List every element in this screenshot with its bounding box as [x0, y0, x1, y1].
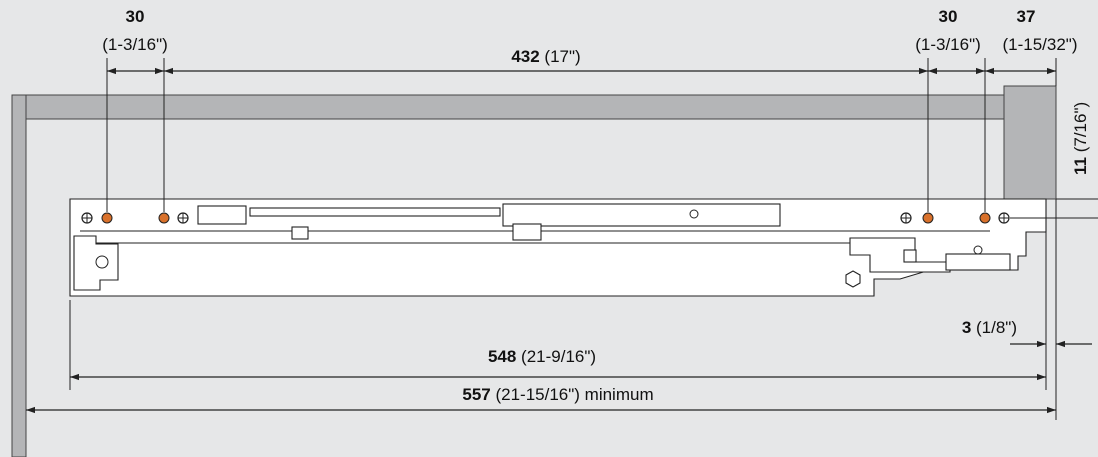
- dim-37-value: 37: [1017, 7, 1036, 26]
- plain-hole-icon: [998, 212, 1010, 224]
- cabinet-top-panel: [25, 94, 1005, 120]
- dim-3-value: 3: [962, 318, 971, 337]
- damper-housing: [502, 203, 781, 227]
- dim-30-left-inch: (1-3/16"): [102, 35, 168, 54]
- dim-30-right-inch: (1-3/16"): [915, 35, 981, 54]
- extension-lines: [69, 58, 1098, 420]
- small-clip: [291, 226, 309, 240]
- front-fixing-hole: [973, 245, 983, 255]
- hook-hole: [95, 255, 109, 269]
- dim-37-inch: (1-15/32"): [1002, 35, 1077, 54]
- dim-432-label: 432 (17"): [511, 47, 580, 66]
- plain-hole-icon: [81, 212, 93, 224]
- dim-557-label: 557 (21-15/16") minimum: [462, 385, 653, 404]
- dim-30-right-value: 30: [939, 7, 958, 26]
- plain-hole-icon: [900, 212, 912, 224]
- front-locking-device: [849, 237, 951, 273]
- cabinet-side-panel: [11, 94, 27, 457]
- dim-548-label: 548 (21-9/16"): [488, 347, 596, 366]
- dim-557-inch: (21-15/16") minimum: [491, 385, 654, 404]
- dim-548-value: 548: [488, 347, 516, 366]
- dim-11-inch: (7/16"): [1071, 102, 1090, 157]
- dim-3-inch: (1/8"): [971, 318, 1017, 337]
- dim-11-value: 11: [1071, 157, 1090, 175]
- plain-hole-icon: [177, 212, 189, 224]
- front-bracket: [945, 253, 1011, 271]
- rear-clip: [197, 205, 247, 225]
- front-panel-block: [1003, 85, 1057, 200]
- screw-hole-icon: [979, 212, 991, 224]
- dim-11-label: 11 (7/16"): [1071, 102, 1090, 175]
- locking-tab: [903, 249, 917, 263]
- screw-hole-icon: [101, 212, 113, 224]
- screw-hole-icon: [922, 212, 934, 224]
- dim-30-left-value: 30: [126, 7, 145, 26]
- slide-rail: [249, 207, 501, 217]
- damper-piston: [512, 223, 542, 241]
- hex-nut: [845, 270, 861, 288]
- slot-hole: [689, 209, 699, 219]
- fixing-holes: [81, 212, 1010, 224]
- dim-432-value: 432: [511, 47, 539, 66]
- dim-432-inch: (17"): [540, 47, 581, 66]
- dim-557-value: 557: [462, 385, 490, 404]
- screw-hole-icon: [158, 212, 170, 224]
- dim-3-label: 3 (1/8"): [962, 318, 1017, 337]
- dim-548-inch: (21-9/16"): [516, 347, 596, 366]
